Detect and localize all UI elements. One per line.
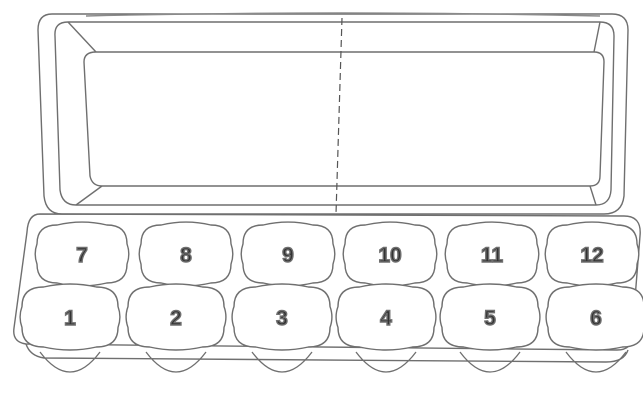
lid-inner-panel xyxy=(84,52,604,186)
egg-cup: 4 xyxy=(336,284,436,350)
lid-inner-rim xyxy=(55,22,614,205)
cup-base-scallop xyxy=(146,352,206,372)
cup-base-scallop xyxy=(460,352,520,372)
egg-cup-number: 10 xyxy=(378,244,401,267)
egg-cup-number: 4 xyxy=(380,307,392,330)
egg-cup-number: 9 xyxy=(282,244,294,267)
egg-cup: 1 xyxy=(20,284,120,350)
egg-cup: 8 xyxy=(139,222,233,286)
egg-cup: 10 xyxy=(343,222,437,286)
egg-cup-number: 2 xyxy=(170,307,182,330)
egg-cup-number: 8 xyxy=(180,244,192,267)
lid-corner-bevel xyxy=(68,22,96,52)
egg-cup-number: 3 xyxy=(276,307,288,330)
egg-cup-number: 11 xyxy=(481,244,504,267)
egg-cup: 7 xyxy=(35,222,129,286)
egg-cup-number: 7 xyxy=(76,244,88,267)
egg-cup: 5 xyxy=(440,284,540,350)
carton-lid xyxy=(38,13,628,214)
egg-cup: 2 xyxy=(126,284,226,350)
cup-base-scallop xyxy=(356,352,416,372)
egg-cup: 11 xyxy=(445,222,539,286)
lid-fold-line xyxy=(336,18,342,214)
lid-corner-bevel xyxy=(76,186,102,205)
egg-cup: 9 xyxy=(241,222,335,286)
cup-base-scallop xyxy=(252,352,312,372)
lid-outer-edge xyxy=(38,14,628,214)
egg-cup-number: 1 xyxy=(64,307,76,330)
egg-cup-number: 5 xyxy=(484,307,496,330)
egg-cup: 12 xyxy=(545,222,639,286)
lid-corner-bevel xyxy=(590,186,596,205)
lid-corner-bevel xyxy=(594,22,600,52)
egg-cup-number: 6 xyxy=(590,307,602,330)
egg-cup-number: 12 xyxy=(580,244,603,267)
egg-cup: 3 xyxy=(232,284,332,350)
cup-base-scallop xyxy=(40,352,100,372)
egg-cup: 6 xyxy=(546,284,643,350)
